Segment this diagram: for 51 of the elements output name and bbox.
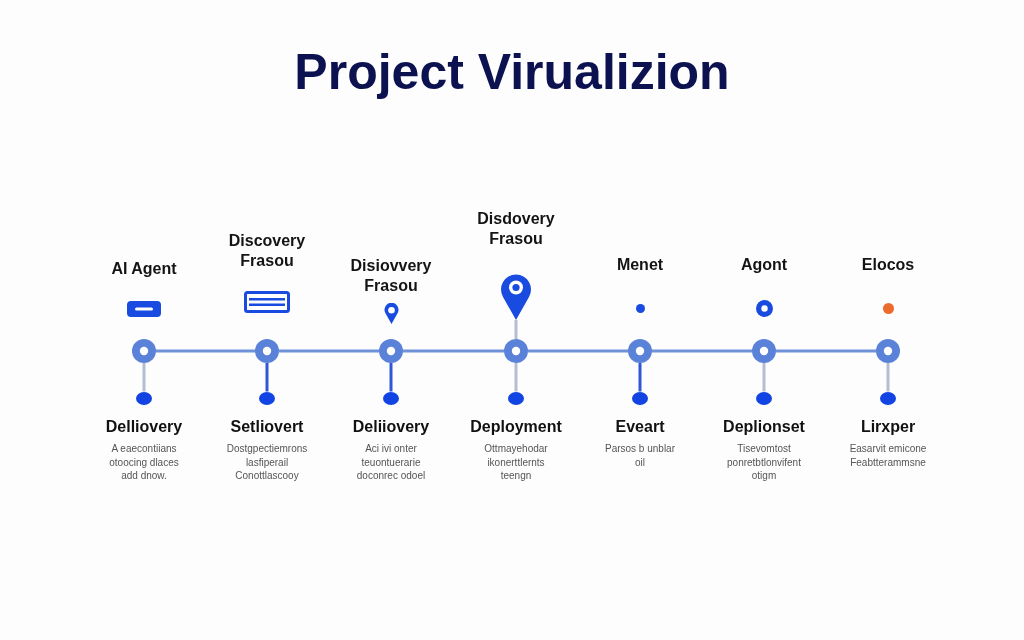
milestone-heading: Deliiovery — [351, 417, 431, 437]
endpoint-dot — [383, 391, 399, 405]
milestone-label: AI Agent — [110, 259, 178, 279]
connector-line — [265, 363, 269, 392]
endpoint-dot — [259, 391, 275, 405]
milestone-heading: Deployment — [469, 417, 563, 437]
milestone-heading: Delliovery — [104, 417, 184, 437]
endpoint-dot — [880, 391, 896, 405]
milestone-description: Ottmayehodar ikonerttlernts teengn — [483, 442, 549, 483]
timeline-marker — [132, 339, 156, 363]
connector-line — [514, 320, 518, 339]
milestone-heading: Eveart — [614, 417, 666, 437]
milestone-heading: Deplionset — [722, 417, 806, 437]
milestone-heading: Setliovert — [229, 417, 305, 437]
timeline-marker — [504, 339, 528, 363]
milestone-description: Easarvit emicone Feabtterammsne — [848, 442, 928, 469]
milestone-description: A eaecontiians otoocing dlaces add dnow. — [108, 442, 180, 483]
timeline-line — [403, 349, 504, 353]
milestone-heading: Lirxper — [859, 417, 917, 437]
timeline-line — [776, 349, 876, 353]
connector-line — [389, 363, 393, 392]
timeline-line — [652, 349, 752, 353]
timeline-marker — [876, 339, 900, 363]
endpoint-dot — [508, 391, 524, 405]
timeline-line — [156, 349, 255, 353]
milestone-description: Dostgpectiemrons lasfiperail Conottlascooy — [225, 442, 309, 483]
connector-line — [762, 363, 766, 392]
connector-line — [514, 363, 518, 392]
milestone-label: Discovery Frasou — [227, 231, 307, 271]
milestone-label: Elocos — [860, 255, 916, 275]
milestone-description: Parsos b unblar oil — [603, 442, 676, 469]
endpoint-dot — [756, 391, 772, 405]
connector-line — [638, 363, 642, 392]
endpoint-dot — [632, 391, 648, 405]
timeline-marker — [255, 339, 279, 363]
milestone-description: Aci ivi onter teuontuerarie doconrec odoel — [355, 442, 427, 483]
milestone-label: Disiovvery Frasou — [349, 256, 433, 296]
title: Project Virualizion — [293, 43, 731, 102]
milestone-label: Menet — [615, 255, 665, 275]
milestone-description: Tisevomtost ponretbtlonvifent otigm — [726, 442, 802, 483]
milestone-label: Agont — [739, 255, 789, 275]
timeline-marker — [628, 339, 652, 363]
timeline-line — [279, 349, 379, 353]
location-pin — [500, 272, 532, 320]
connector-line — [886, 363, 890, 392]
connector-line — [142, 363, 146, 392]
endpoint-dot — [136, 391, 152, 405]
timeline-line — [528, 349, 628, 353]
timeline-marker — [752, 339, 776, 363]
milestone-label: Disdovery Frasou — [476, 209, 556, 249]
timeline-marker — [379, 339, 403, 363]
